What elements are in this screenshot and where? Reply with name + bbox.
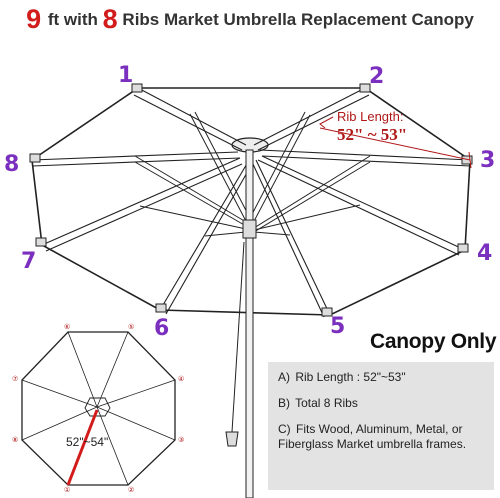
rib-number-1: 1 xyxy=(118,63,133,88)
rib-number-6: 6 xyxy=(154,316,169,341)
rib-number-3: 3 xyxy=(480,148,495,173)
title-size-text: ft with xyxy=(47,10,98,29)
spec-text: Rib Length : 52"~53" xyxy=(295,370,406,384)
circle-number-5: ⑤ xyxy=(128,323,134,331)
spec-key: A) xyxy=(278,370,290,384)
rib-diagram: 52"~54" ① ② ③ ④ ⑤ ⑥ ⑦ ⑧ xyxy=(12,323,184,494)
spec-key: C) xyxy=(278,422,291,436)
circle-number-8: ⑧ xyxy=(12,436,18,444)
circle-number-4: ④ xyxy=(178,375,184,383)
spec-key: B) xyxy=(278,396,290,410)
rib-number-7: 7 xyxy=(21,249,36,274)
spec-text: Total 8 Ribs xyxy=(295,396,358,410)
umbrella-pole xyxy=(225,149,257,498)
spec-text: Fits Wood, Aluminum, Metal, or Fiberglas… xyxy=(278,422,467,451)
title-size-number: 9 xyxy=(26,4,42,34)
highlighted-rib xyxy=(66,409,99,486)
spec-item: C) Fits Wood, Aluminum, Metal, or Fiberg… xyxy=(278,422,488,452)
umbrella-ribs xyxy=(31,87,471,318)
title-ribs-number: 8 xyxy=(102,4,118,34)
rib-number-5: 5 xyxy=(330,314,345,339)
title: 9 ft with 8 Ribs Market Umbrella Replace… xyxy=(0,4,500,35)
rib-number-2: 2 xyxy=(369,64,384,89)
canopy-only-label: Canopy Only xyxy=(370,330,497,353)
spec-item: B) Total 8 Ribs xyxy=(278,396,488,411)
circle-number-3: ③ xyxy=(178,436,184,444)
title-ribs-text: Ribs Market Umbrella Replacement Canopy xyxy=(122,10,474,29)
spec-item: A) Rib Length : 52"~53" xyxy=(278,370,488,385)
dimension-end-mark xyxy=(468,151,472,169)
circle-number-2: ② xyxy=(128,486,134,494)
rib-length-label: Rib Length: xyxy=(337,109,404,124)
rib-tips xyxy=(29,83,473,317)
spec-box: A) Rib Length : 52"~53" B) Total 8 Ribs … xyxy=(268,362,494,490)
diagram-dimension-label: 52"~54" xyxy=(66,435,108,449)
rib-length-value: 52" ~ 53" xyxy=(337,125,407,144)
rib-number-4: 4 xyxy=(477,241,492,266)
rib-length-dimension xyxy=(319,127,471,161)
rib-number-8: 8 xyxy=(4,152,19,177)
circle-number-6: ⑥ xyxy=(64,323,70,331)
umbrella-struts xyxy=(134,111,371,237)
circle-number-1: ① xyxy=(64,486,70,494)
circle-number-7: ⑦ xyxy=(12,375,18,383)
rib-length-pointer xyxy=(319,116,334,129)
